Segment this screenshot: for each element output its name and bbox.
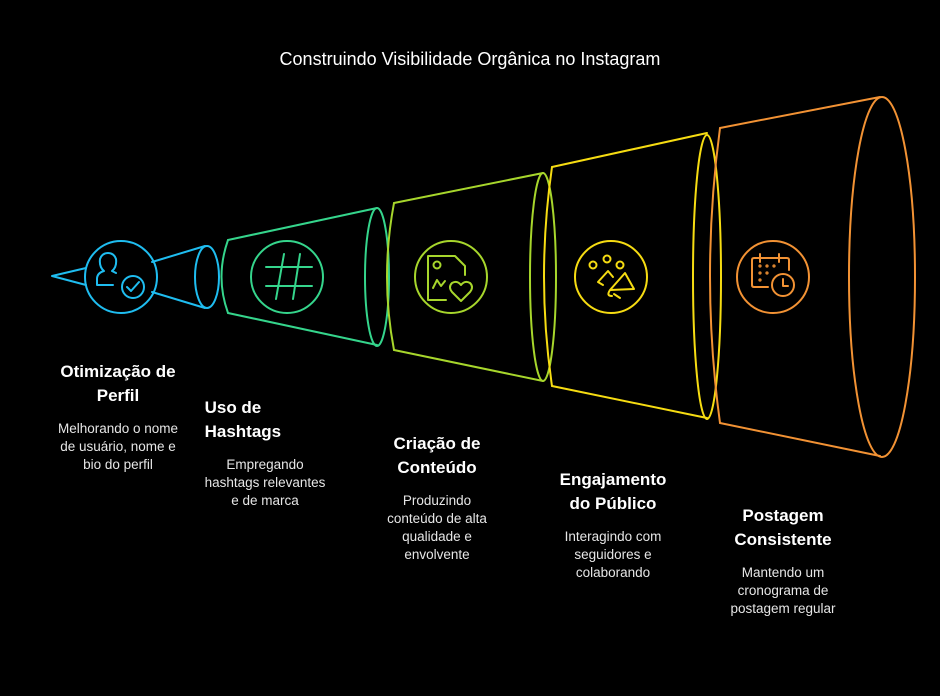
stage-title: Uso de Hashtags: [204, 398, 282, 441]
stage-title: Postagem Consistente: [734, 506, 832, 549]
stage-description: Melhorando o nome de usuário, nome e bio…: [57, 421, 179, 472]
stage-posting: Postagem Consistente Mantendo um cronogr…: [730, 504, 835, 618]
stage-content: Criação de Conteúdo Produzindo conteúdo …: [387, 432, 487, 564]
stage-profile: Otimização de Perfil Melhorando o nome d…: [58, 360, 178, 474]
calendar-clock-icon: [751, 253, 795, 297]
stage-description: Empregando hashtags relevantes e de marc…: [204, 457, 326, 508]
funnel-segment-content: [386, 172, 557, 382]
stage-description: Mantendo um cronograma de postagem regul…: [730, 565, 836, 616]
stage-description: Produzindo conteúdo de alta qualidade e …: [387, 493, 487, 562]
funnel-segment-engagement: [543, 132, 722, 420]
image-heart-icon: [427, 255, 473, 302]
diagram-title: Construindo Visibilidade Orgânica no Ins…: [279, 49, 661, 69]
stage-title: Criação de Conteúdo: [393, 434, 481, 477]
stage-title: Otimização de Perfil: [60, 362, 176, 405]
stage-title: Engajamento do Público: [559, 470, 667, 513]
funnel-segment-hashtags: [220, 207, 390, 347]
funnel-segment-profile: [51, 240, 220, 314]
audience-megaphone-icon: [588, 254, 635, 299]
user-check-icon: [96, 252, 145, 299]
funnel-segment-posting: [709, 96, 916, 458]
stage-description: Interagindo com seguidores e colaborando: [564, 529, 662, 580]
stage-engagement: Engajamento do Público Interagindo com s…: [560, 468, 667, 582]
hashtag-icon: [265, 253, 313, 300]
stage-hashtags: Uso de Hashtags Empregando hashtags rele…: [205, 396, 326, 510]
